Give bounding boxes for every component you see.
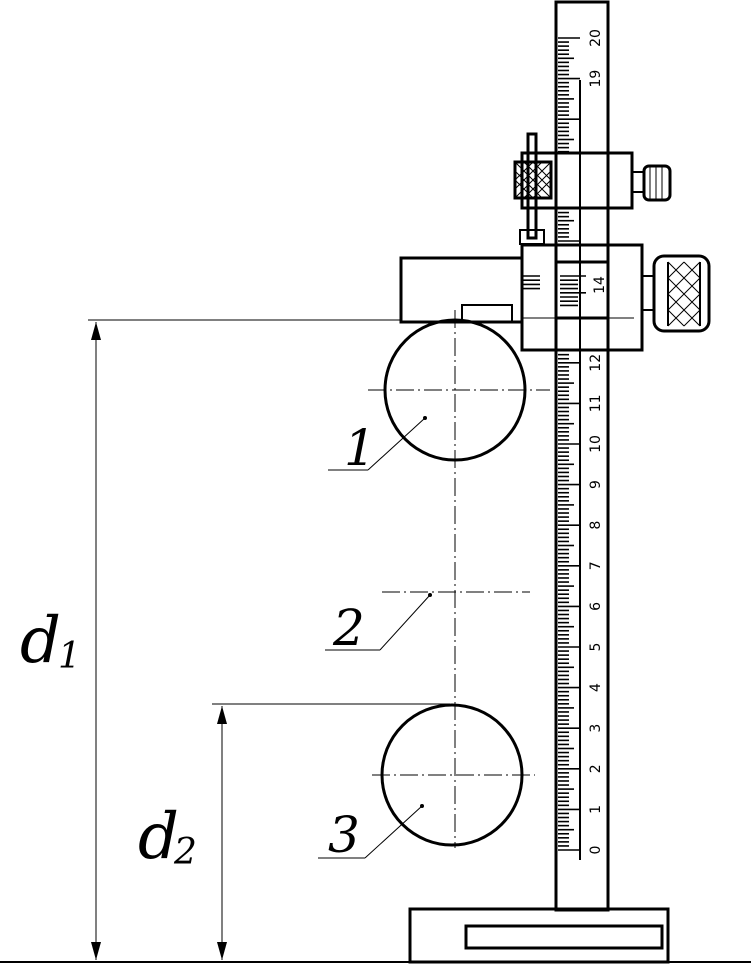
scale-label-9: 9 [588, 480, 604, 489]
jaw-notch [461, 304, 513, 322]
clamp-screw-knurl [649, 166, 663, 200]
base-body [408, 907, 670, 964]
base-slot [464, 924, 664, 950]
d1-subscript: 1 [58, 636, 81, 677]
fine-screw-neck [641, 275, 655, 311]
fine-screw-knob [652, 254, 711, 333]
fine-screw-knurl [667, 261, 701, 327]
main-slider: 14 [399, 243, 711, 352]
callout-1-leader [367, 417, 426, 471]
scale-label-3: 3 [588, 724, 604, 733]
clamp-rod [526, 132, 538, 240]
callout-3-dot [420, 804, 424, 808]
callout-3-label: 3 [328, 806, 360, 864]
d1-arrow-top [91, 322, 101, 340]
scale-label-5: 5 [588, 643, 604, 652]
dimension-d2: d 2 [138, 706, 227, 960]
scale-label-10: 10 [588, 435, 604, 453]
callout-2-dot [428, 593, 432, 597]
scale-label-20: 20 [588, 29, 604, 47]
clamp-screw-knob [642, 164, 672, 202]
gauge-base [408, 907, 670, 964]
scale-label-4: 4 [588, 683, 604, 692]
vernier-label-14: 14 [592, 276, 608, 294]
callout-2: 2 [325, 593, 432, 657]
scale-label-1: 1 [588, 805, 604, 814]
part-3 [372, 703, 535, 847]
d2-subscript: 2 [173, 832, 197, 873]
clamp-screw-neck [631, 171, 645, 193]
scale-ticks [558, 37, 580, 851]
scale-label-19: 19 [588, 70, 604, 88]
callout-1-label: 1 [344, 419, 376, 477]
clamp-knurl-hatch [514, 161, 552, 199]
d2-arrow-bottom [217, 942, 227, 960]
d2-symbol: d [138, 800, 179, 874]
vernier-ticks [522, 275, 586, 307]
scale-label-8: 8 [588, 521, 604, 530]
callout-3: 3 [318, 804, 424, 864]
callout-2-label: 2 [332, 599, 365, 657]
callout-1-dot [423, 416, 427, 420]
callout-1: 1 [328, 416, 427, 477]
callout-3-leader [364, 805, 423, 859]
scale-label-11: 11 [588, 394, 604, 412]
scale-label-0: 0 [588, 846, 604, 855]
beam-body [554, 0, 610, 912]
d1-symbol: d [20, 604, 61, 678]
dimension-d1: d 1 [20, 322, 101, 960]
d2-arrow-top [217, 706, 227, 724]
upper-clamp [513, 132, 672, 245]
scale-label-2: 2 [588, 764, 604, 773]
scale-label-7: 7 [588, 561, 604, 570]
d1-arrow-bottom [91, 942, 101, 960]
scale-label-12: 12 [588, 354, 604, 372]
scale-label-6: 6 [588, 602, 604, 611]
callout-2-leader [379, 594, 431, 651]
